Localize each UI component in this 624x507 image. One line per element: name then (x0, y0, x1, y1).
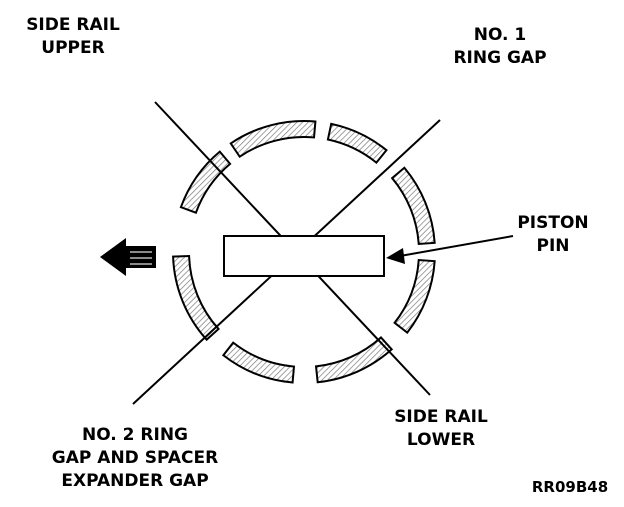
no2-ring-gap-line-2: GAP AND SPACER (51, 448, 219, 468)
no1-ring-gap-line-1: NO. 1 (473, 25, 527, 45)
no2-ring-gap-label: NO. 2 RING GAP AND SPACER EXPANDER GAP (30, 424, 240, 493)
side-rail-lower-line-1: SIDE RAIL (394, 407, 488, 427)
side-rail-upper-line-1: SIDE RAIL (26, 15, 120, 35)
no1-ring-gap-line-2: RING GAP (453, 48, 547, 68)
ring-segment-top-right (326, 122, 388, 165)
no1-ring-gap-label: NO. 1 RING GAP (440, 24, 560, 70)
ring-segment-left-upper (179, 150, 232, 214)
pointer-arrow-to-piston-pin (386, 235, 514, 264)
ring-segment-bottom-right (314, 336, 394, 384)
piston-pin-line-1: PISTON (517, 213, 589, 233)
piston-pin-rectangle (223, 235, 385, 277)
ring-segment-left-lower (172, 254, 220, 342)
side-rail-lower-line-2: LOWER (406, 430, 476, 450)
ring-segment-right-upper (390, 166, 436, 246)
side-rail-lower-label: SIDE RAIL LOWER (376, 406, 506, 452)
figure-code-label: RR09B48 (520, 476, 620, 499)
side-rail-upper-line-2: UPPER (41, 38, 105, 58)
ring-segment-right-lower (393, 258, 436, 335)
arrow-left-icon (100, 238, 156, 276)
piston-pin-label: PISTON PIN (498, 212, 608, 258)
ring-segment-top-left (229, 120, 317, 159)
side-rail-upper-label: SIDE RAIL UPPER (18, 14, 128, 60)
ring-segments (172, 120, 436, 384)
piston-pin-line-2: PIN (536, 236, 570, 256)
no2-ring-gap-line-1: NO. 2 RING (81, 425, 189, 445)
figure-code-text: RR09B48 (531, 478, 609, 496)
ring-segment-bottom-left (221, 341, 296, 384)
no2-ring-gap-line-3: EXPANDER GAP (61, 471, 209, 491)
